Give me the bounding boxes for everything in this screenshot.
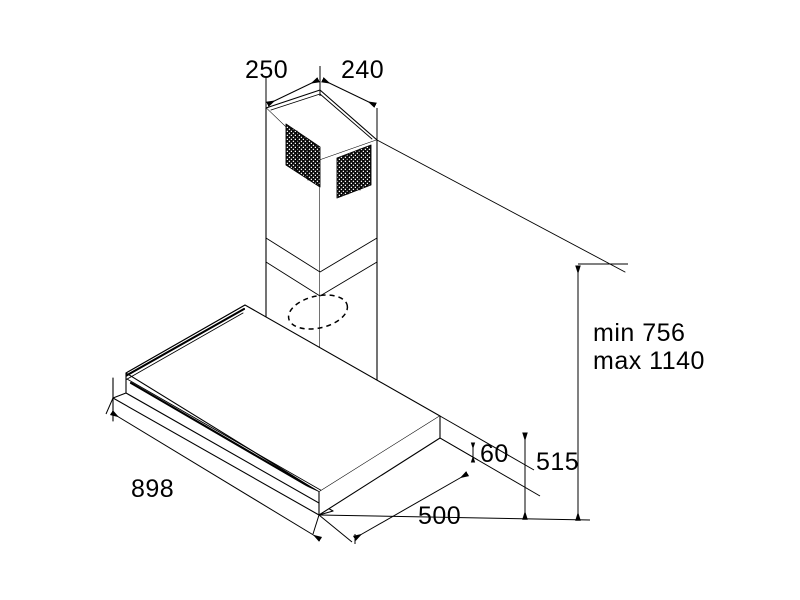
dimension-250-label: 250 [245, 56, 288, 84]
dimension-max-height-label: max 1140 [593, 347, 705, 375]
dimension-515: 515 [522, 432, 579, 520]
dimension-898-label: 898 [131, 475, 174, 503]
dimension-mounting-height: min 756 max 1140 [575, 263, 705, 521]
duct-outlet-icon [287, 294, 349, 330]
dimension-min-height-label: min 756 [593, 319, 685, 347]
dimension-500-label: 500 [418, 502, 461, 530]
wall-reference-line [376, 139, 626, 273]
vent-grille-right [336, 144, 372, 199]
dimension-60: 60 [470, 440, 509, 468]
dimension-250: 250 [245, 56, 321, 112]
dimension-240-label: 240 [341, 56, 384, 84]
dimension-240: 240 [321, 56, 384, 144]
dimension-500: 500 [318, 471, 470, 544]
dimension-898: 898 [105, 397, 323, 542]
dimension-60-label: 60 [480, 440, 509, 468]
vent-grille-left [285, 123, 321, 188]
dimension-515-label: 515 [536, 448, 579, 476]
